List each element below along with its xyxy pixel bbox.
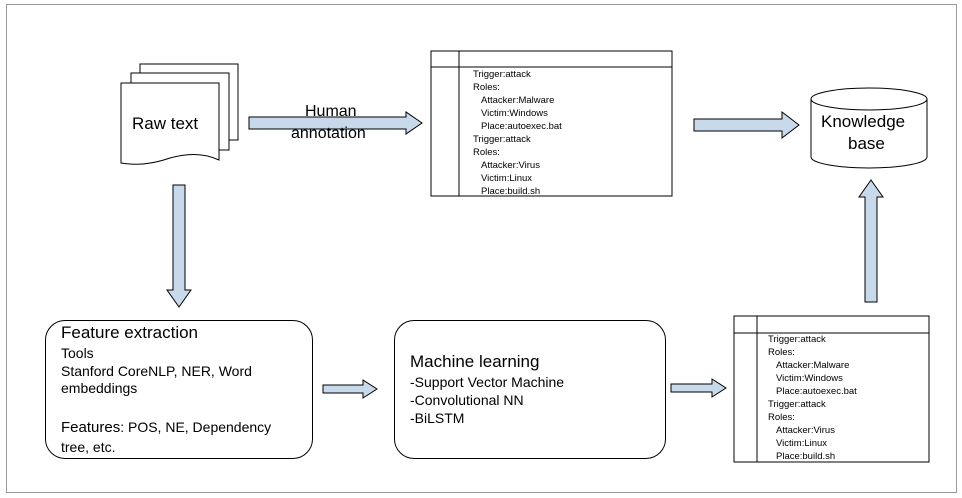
annotation-top-line: Place:autoexec.bat [481,121,562,132]
human-annotation-label-line1: Human [305,103,357,120]
annotation-top-line: Victim:Linux [481,173,533,184]
annotation-bottom-line: Attacker:Virus [776,425,835,436]
annotation-bottom-line: Victim:Windows [776,373,843,384]
annotation-table-bottom [733,315,930,463]
annotation-top-line: Roles: [473,82,500,93]
arrow-raw-text-to-feature-extraction [166,184,192,308]
diagram-frame [6,4,957,493]
annotation-top-line: Attacker:Virus [481,160,540,171]
feature-extraction-features-line2: tree, etc. [61,439,116,455]
machine-learning-item: -Convolutional NN [410,392,524,408]
knowledge-base-label-line1: Knowledge [821,112,906,131]
raw-text-label: Raw text [132,114,199,133]
annotation-bottom-line: Trigger:attack [768,334,826,345]
features-label: Features [61,419,121,436]
annotation-bottom-line: Victim:Linux [776,438,828,449]
knowledge-base-label-line2: base [848,134,885,153]
feature-extraction-tools-line2: embeddings [61,380,138,396]
arrow-feature-extraction-to-machine-learning [322,379,378,399]
human-annotation-label-line2: annotation [291,125,366,142]
annotation-bottom-line: Place:autoexec.bat [776,386,857,397]
annotation-bottom-line: Roles: [768,347,795,358]
machine-learning-item: -BiLSTM [410,410,465,426]
arrow-raw-text-to-annotation [248,111,423,135]
annotation-top-line: Trigger:attack [473,134,531,145]
annotation-bottom-line: Roles: [768,412,795,423]
machine-learning-box [394,320,666,459]
feature-extraction-tools-heading: Tools [61,345,94,361]
annotation-table-top [430,50,673,197]
annotation-top-line: Trigger:attack [473,69,531,80]
annotation-top-line: Victim:Windows [481,108,548,119]
annotation-bottom-line: Trigger:attack [768,399,826,410]
annotation-top-line: Place:build.sh [481,186,541,197]
arrow-annotation-table-to-knowledge-base [858,179,884,303]
feature-extraction-tools-line1: Stanford CoreNLP, NER, Word [61,363,252,379]
annotation-top-line: Attacker:Malware [481,95,555,106]
machine-learning-title: Machine learning [410,352,540,371]
arrow-annotation-to-knowledge-base [693,110,800,140]
feature-extraction-box [45,320,313,459]
knowledge-base-cylinder [810,87,928,169]
features-line1-rest: : POS, NE, Dependency [120,419,272,435]
machine-learning-item: -Support Vector Machine [410,374,565,390]
annotation-top-line: Roles: [473,147,500,158]
arrow-machine-learning-to-annotation-table [670,378,727,398]
annotation-bottom-line: Place:build.sh [776,451,836,462]
feature-extraction-features-line1: Features: POS, NE, Dependency [61,419,271,436]
raw-text-document-stack [120,63,239,165]
annotation-bottom-line: Attacker:Malware [776,360,850,371]
feature-extraction-title: Feature extraction [61,323,199,342]
